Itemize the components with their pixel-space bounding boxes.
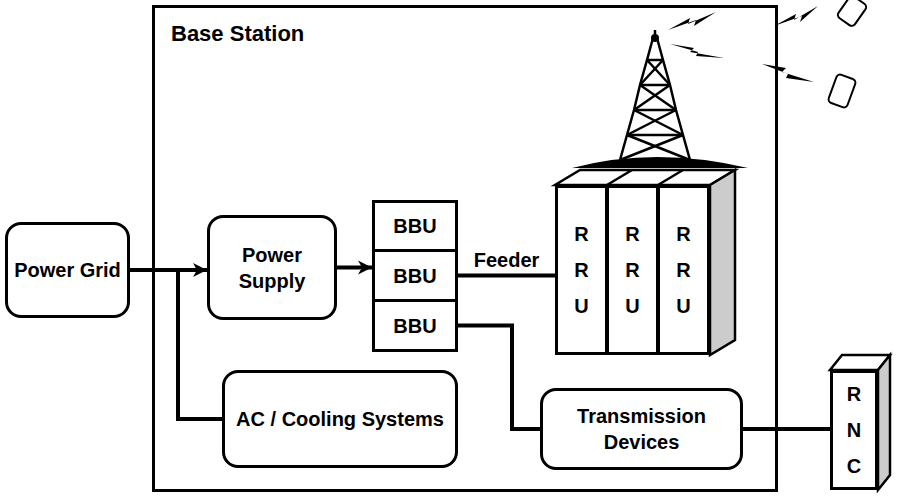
node-label: BBU xyxy=(393,263,436,289)
connector xyxy=(458,326,540,430)
node-label: RRU xyxy=(572,216,592,324)
antenna-tip xyxy=(651,34,659,42)
station-boundary: Base StationPower SupplyBBUBBUBBURRURRUR… xyxy=(152,5,778,492)
node-label: RRU xyxy=(674,216,694,324)
node-label: BBU xyxy=(393,313,436,339)
node-label: AC / Cooling Systems xyxy=(236,406,444,432)
node-label: Power Supply xyxy=(210,242,334,294)
tower-base xyxy=(572,157,748,168)
controller-box: RNC xyxy=(830,370,878,490)
rnc-side xyxy=(878,355,890,490)
node-label: RNC xyxy=(844,376,864,484)
rru-top xyxy=(555,170,735,185)
radio-unit: RRU xyxy=(606,185,659,355)
process-box: Transmission Devices xyxy=(540,388,743,470)
connector xyxy=(337,266,372,270)
rru-top-divider xyxy=(658,170,683,185)
connector xyxy=(458,274,555,278)
node-label: RRU xyxy=(623,216,643,324)
unit-box: BBU xyxy=(372,200,458,252)
station-title: Base Station xyxy=(171,20,304,49)
mobile-phone xyxy=(827,0,867,109)
unit-box: BBU xyxy=(372,299,458,352)
antenna-tower xyxy=(620,30,690,160)
connector xyxy=(743,427,830,431)
node-label: Power Grid xyxy=(14,257,121,283)
node-label: BBU xyxy=(393,213,436,239)
signal-bolts xyxy=(668,6,818,82)
unit-box: BBU xyxy=(372,249,458,302)
rru-top-divider xyxy=(607,170,632,185)
node-label: Transmission Devices xyxy=(543,403,740,455)
source-box: Power Grid xyxy=(5,222,130,318)
radio-unit: RRU xyxy=(657,185,710,355)
radio-unit: RRU xyxy=(555,185,608,355)
process-box: Power Supply xyxy=(207,215,337,320)
rru-side xyxy=(710,170,735,355)
edge-label: Feeder xyxy=(471,249,543,272)
process-box: AC / Cooling Systems xyxy=(222,370,458,468)
